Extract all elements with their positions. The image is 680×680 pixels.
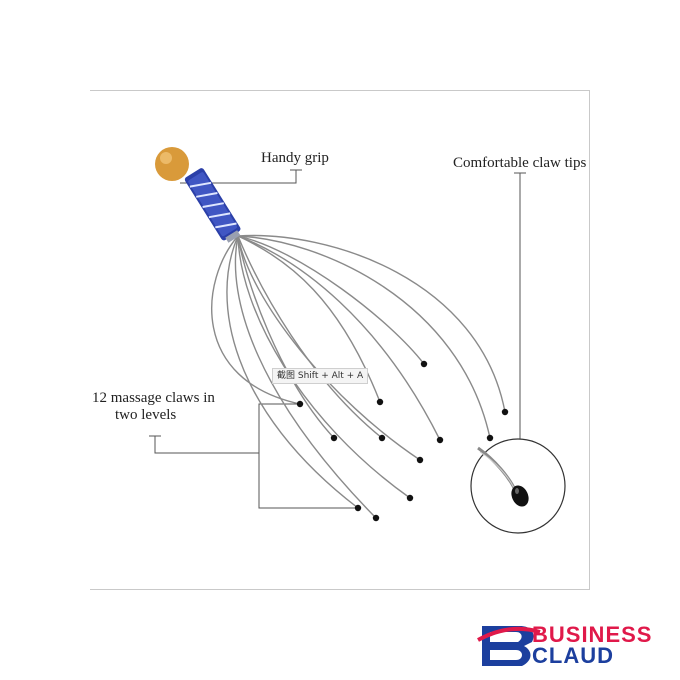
tooltip-shortcut: Shift + Alt + A bbox=[297, 371, 364, 381]
frame-top-line bbox=[90, 90, 590, 91]
brand-word-claud: CLAUD bbox=[532, 643, 614, 668]
ball-grip bbox=[155, 147, 189, 181]
screenshot-tooltip: 截图 Shift + Alt + A bbox=[272, 368, 369, 384]
tooltip-prefix: 截图 bbox=[277, 371, 296, 381]
frame-bottom-line bbox=[90, 589, 590, 590]
brand-logo: BUSINESS CLAUD bbox=[478, 622, 668, 668]
label-claw-tips: Comfortable claw tips bbox=[453, 155, 587, 171]
brand-logo-mark bbox=[477, 626, 541, 666]
brand-word-business: BUSINESS bbox=[532, 622, 653, 647]
callout-grip bbox=[180, 169, 302, 184]
frame-right-line bbox=[589, 90, 590, 590]
claw-wires bbox=[211, 234, 506, 519]
label-claws-line1: 12 massage claws in bbox=[92, 390, 215, 406]
label-handy-grip: Handy grip bbox=[261, 150, 329, 166]
callout-claws bbox=[149, 403, 358, 509]
callout-tips bbox=[514, 172, 526, 440]
claw-tips bbox=[296, 360, 509, 522]
handle bbox=[184, 168, 241, 243]
label-claws-line2: two levels bbox=[115, 407, 177, 423]
tip-zoom-circle bbox=[470, 438, 566, 534]
